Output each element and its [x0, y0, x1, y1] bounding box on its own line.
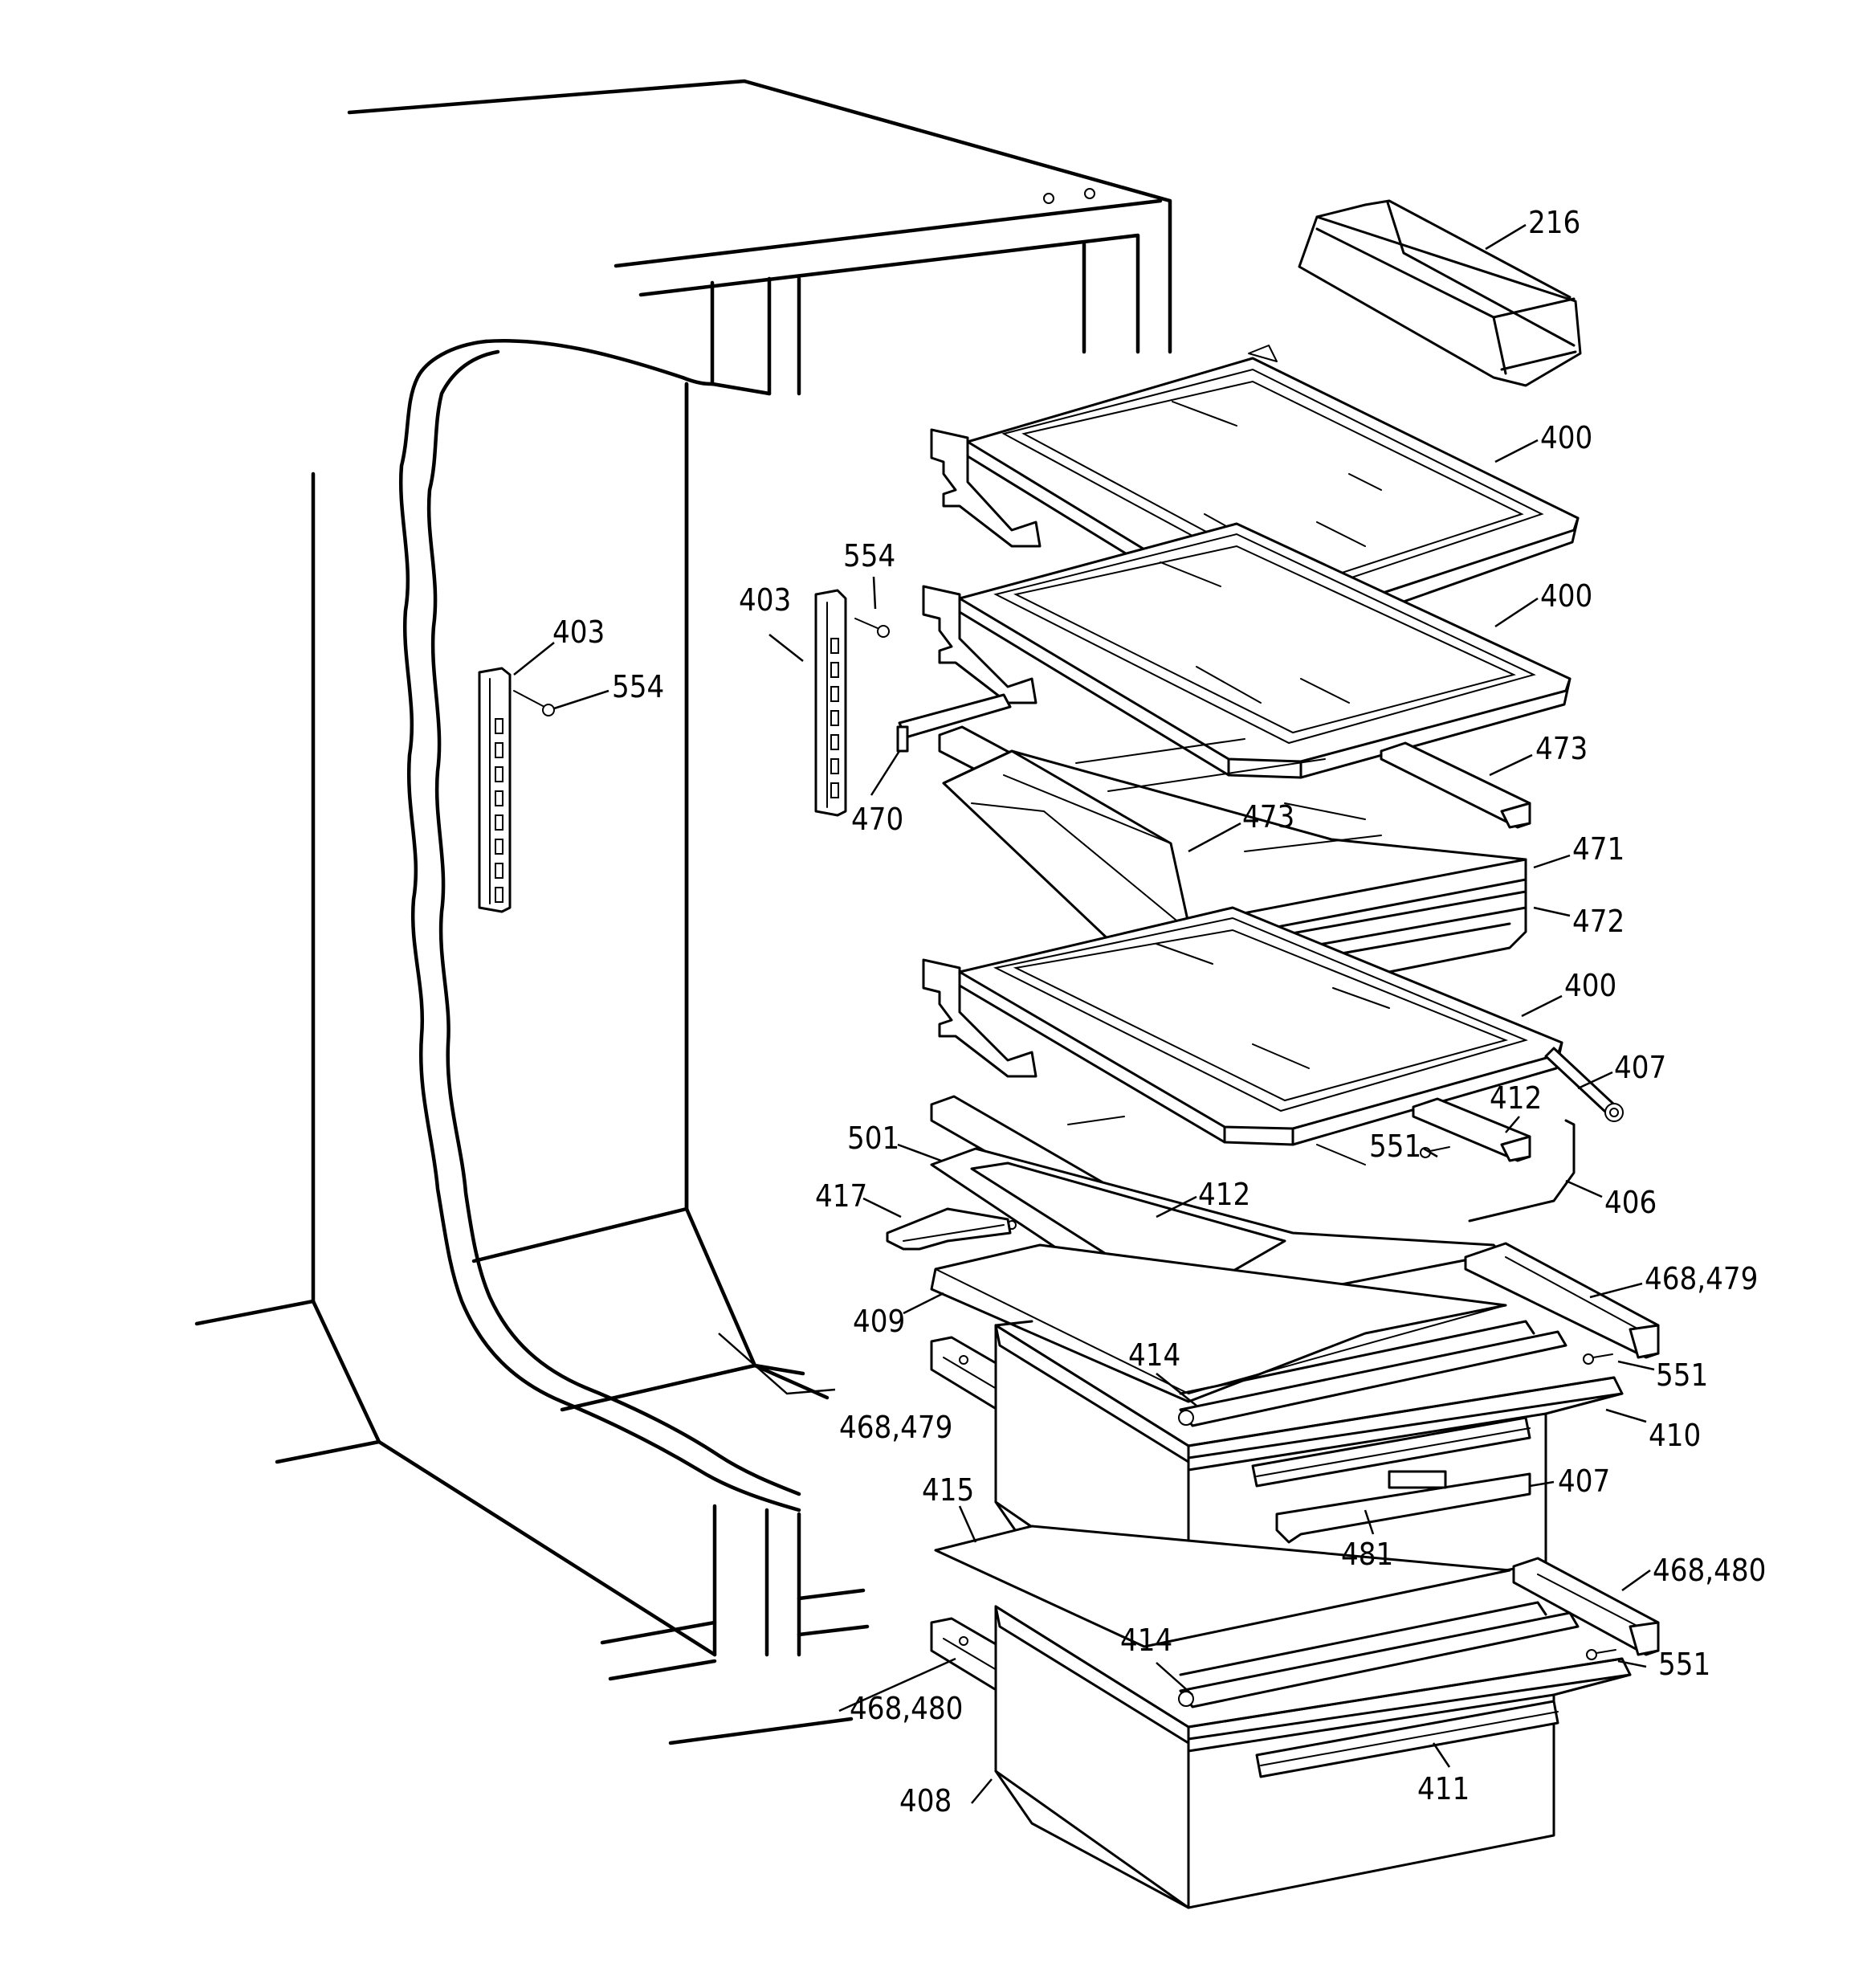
cabinet-outline: [194, 79, 1172, 1745]
callout-407: 407: [1558, 1463, 1610, 1499]
shelf-rail-center: [814, 589, 847, 817]
callout-468-479: 468,479: [1645, 1261, 1758, 1296]
callout-414: 414: [1128, 1337, 1180, 1373]
callout-471: 471: [1572, 831, 1625, 867]
callout-472: 472: [1572, 904, 1625, 939]
crisper-pan-small: [896, 693, 1531, 1014]
screw-icon: [1583, 1353, 1613, 1365]
screw-icon: [513, 690, 555, 716]
support-wire: [1468, 1119, 1576, 1223]
callout-468-480: 468,480: [850, 1691, 963, 1726]
pan-drawer-lower: [930, 1601, 1632, 1909]
callout-410: 410: [1649, 1418, 1701, 1453]
callout-415: 415: [922, 1472, 974, 1508]
callout-407: 407: [1614, 1050, 1666, 1085]
callout-470: 470: [851, 802, 903, 837]
glass-shelf-second: [922, 522, 1572, 779]
screw-icon: [1586, 1649, 1616, 1660]
callout-414: 414: [1120, 1623, 1172, 1658]
callout-408: 408: [899, 1783, 952, 1819]
callout-400: 400: [1564, 968, 1616, 1003]
callout-551: 551: [1658, 1647, 1710, 1682]
drawer-slide-right: [1464, 1242, 1660, 1359]
callout-554: 554: [612, 669, 664, 704]
glass-shelf-third: [922, 906, 1563, 1146]
callout-417: 417: [815, 1178, 867, 1214]
drawer-divider: [934, 1525, 1511, 1648]
screw-icon: [854, 618, 890, 638]
callout-473: 473: [1242, 799, 1294, 835]
leader-lines: [513, 223, 1655, 1804]
callout-468-480: 468,480: [1653, 1553, 1766, 1588]
slide-rail: [1412, 1097, 1531, 1162]
callout-551: 551: [1369, 1129, 1421, 1164]
callout-406: 406: [1604, 1185, 1657, 1220]
callout-551: 551: [1656, 1357, 1708, 1393]
callout-411: 411: [1417, 1771, 1470, 1806]
door-bin: [1298, 199, 1582, 387]
callout-501: 501: [847, 1121, 899, 1156]
callout-403: 403: [739, 582, 791, 618]
callout-labels: 216 400 400 554 403 403 554 473 470 473 …: [552, 205, 1766, 1819]
callout-216: 216: [1528, 205, 1580, 240]
callout-468-479: 468,479: [839, 1410, 952, 1445]
callout-473: 473: [1535, 731, 1588, 766]
support-rod: [1544, 1047, 1624, 1122]
drawer-slide-right-lower: [1512, 1557, 1660, 1656]
callout-412: 412: [1490, 1080, 1542, 1116]
callout-403: 403: [552, 614, 605, 650]
callout-400: 400: [1540, 420, 1592, 455]
shelf-rail-left: [478, 667, 512, 913]
callout-409: 409: [853, 1304, 905, 1339]
callout-554: 554: [843, 538, 895, 574]
callout-400: 400: [1540, 578, 1592, 614]
callout-481: 481: [1341, 1537, 1393, 1572]
callout-412: 412: [1198, 1177, 1250, 1212]
